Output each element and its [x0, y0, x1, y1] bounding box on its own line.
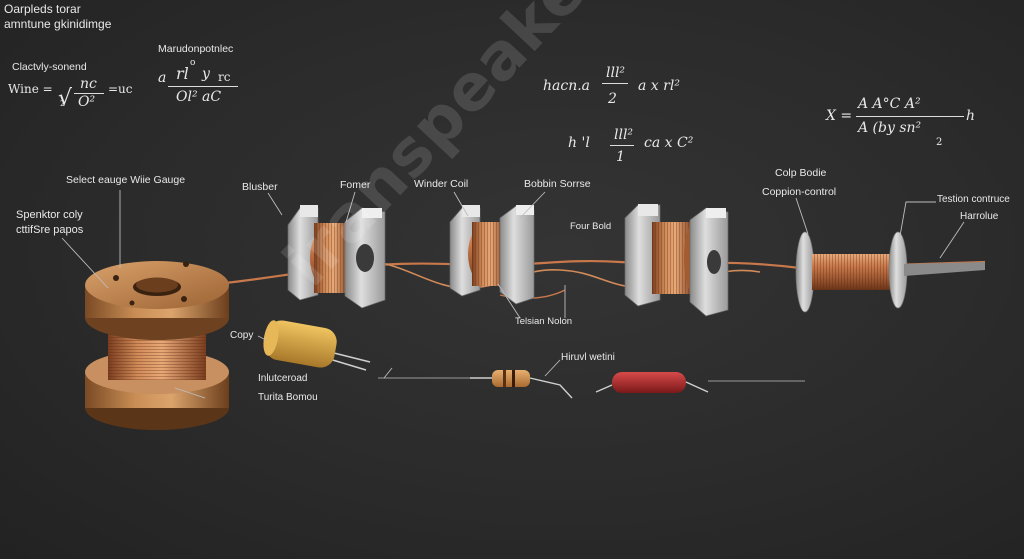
resistor-icon [492, 370, 573, 399]
formula-center-bot-num: lll² [614, 127, 634, 143]
label-turia-bomou: Turita Bomou [258, 392, 318, 403]
resistor-icon [595, 372, 805, 393]
label-hiruvl-wetini: Hiruvl wetini [561, 352, 615, 363]
formula-center-bot-den: 1 [616, 149, 625, 165]
coil-former-icon [624, 204, 729, 317]
formula-wine-rhs: =uc [108, 82, 133, 96]
formula-wine-lhs: Wine = [8, 82, 53, 96]
formula-right-den: A (by sn² [858, 120, 922, 136]
fraction-bar [602, 83, 628, 84]
label-select-gauge: Select eauge Wiie Gauge [66, 174, 186, 186]
coil-former-icon [449, 205, 535, 305]
label-spenktor-2: cttifSre papos [16, 224, 84, 236]
formula-wine-sub: 2 [60, 99, 66, 108]
copper-spool-icon [85, 261, 229, 430]
fraction-bar [168, 86, 238, 87]
header-line-2: amntune gkinidimge [4, 17, 112, 31]
label-copy: Copy [230, 330, 254, 341]
formula-right-lhs: X = [826, 108, 853, 124]
sqrt-icon: √ [58, 86, 73, 111]
label-coppion-control: Coppion-control [762, 186, 837, 198]
formula-center-bot: h 'l [568, 135, 590, 151]
formula-wine-den: O² [78, 94, 96, 110]
formula-center-top-num: lll² [606, 65, 626, 81]
label-four-bold: Four Bold [570, 221, 612, 232]
label-spenktor-1: Spenktor coly [16, 209, 83, 221]
label-colp-bode: Colp Bodie [775, 167, 827, 179]
formula-center-top-den: 2 [608, 91, 617, 107]
formula-wine-num: nc [80, 76, 97, 92]
formula-mid-sup: o [190, 58, 196, 68]
fraction-bar [856, 116, 964, 117]
formula-mid-y: y [202, 66, 210, 82]
label-winder-coil: Winder Coil [414, 178, 469, 190]
label-harrolue: Harrolue [960, 211, 999, 222]
formula-mid-den: Ol² aC [176, 89, 222, 105]
capacitor-icon [263, 320, 371, 371]
label-inlutcerod: Inlutceroad [258, 373, 308, 384]
label-former: Fomer [340, 179, 371, 191]
formula-mid-num: rl [176, 64, 189, 83]
fraction-bar [74, 93, 104, 94]
formula-center-top: hacn.a [543, 78, 591, 94]
fraction-bar [610, 145, 634, 146]
formula-right-h: h [966, 108, 976, 124]
label-bobbin-sonse: Bobbin Sorrse [524, 178, 591, 190]
formula-right-sub: 2 [936, 137, 943, 148]
coil-former-icon [287, 205, 386, 309]
label-testion-contrucae: Testion contruce [937, 194, 1010, 205]
leader-lines [61, 190, 965, 399]
header-line-1: Oarpleds torar [4, 2, 81, 16]
label-telsian-nolon: Telsian Nolon [515, 316, 573, 327]
label-blusber: Blusber [242, 181, 278, 193]
formula-center-top-rhs: a x rl² [638, 78, 680, 94]
coil-former-icon [795, 231, 985, 313]
formula-center-bot-rhs: ca x C² [644, 135, 694, 151]
formula-right-num: A A°C A² [858, 96, 921, 112]
formula-mid-rc: rc [218, 70, 231, 84]
formula-label-wine: Clactvly-sonend [12, 61, 87, 73]
formula-label-mid: Marudonpotnlec [158, 43, 234, 55]
formula-mid-a: a [158, 70, 167, 86]
